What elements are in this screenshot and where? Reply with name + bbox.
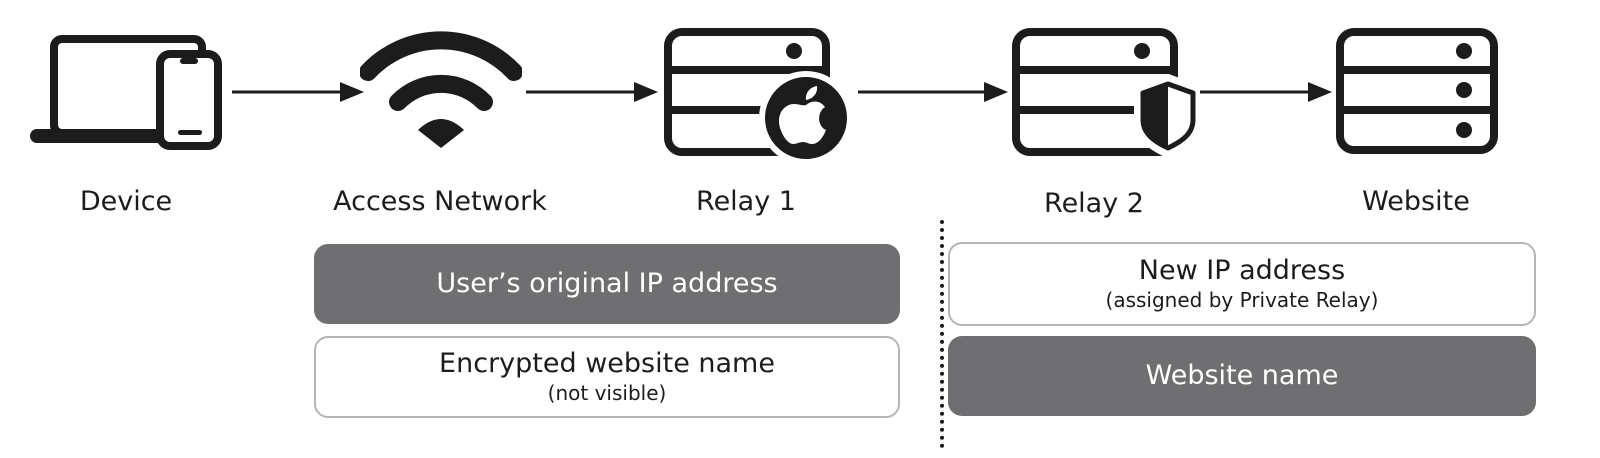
shield-icon [1134,74,1200,158]
arrow-relay1-to-relay2 [858,82,1008,102]
node-label-website: Website [1362,186,1470,217]
server-apple-icon [664,28,852,162]
laptop-phone-icon [30,35,222,150]
server-icon [1336,28,1498,154]
node-label-relay-1: Relay 1 [696,186,796,217]
encrypted-name-subtext: (not visible) [547,381,667,405]
original-ip-box: User’s original IP address [314,244,900,324]
server-shield-icon [1012,28,1200,158]
apple-icon [779,86,826,144]
relay-divider [940,220,944,448]
original-ip-text: User’s original IP address [436,268,778,299]
website-name-box: Website name [948,336,1536,416]
arrow-device-to-network [232,82,364,102]
new-ip-text: New IP address [1138,255,1346,286]
node-label-access-network: Access Network [333,186,547,217]
encrypted-name-box: Encrypted website name (not visible) [314,336,900,418]
website-name-text: Website name [1145,360,1339,391]
wifi-icon [360,31,522,148]
new-ip-box: New IP address (assigned by Private Rela… [948,242,1536,326]
arrow-relay2-to-website [1200,82,1332,102]
encrypted-name-text: Encrypted website name [439,348,775,379]
node-label-relay-2: Relay 2 [1044,188,1144,219]
node-label-device: Device [79,186,173,217]
arrow-network-to-relay1 [526,82,658,102]
new-ip-subtext: (assigned by Private Relay) [1105,288,1379,312]
